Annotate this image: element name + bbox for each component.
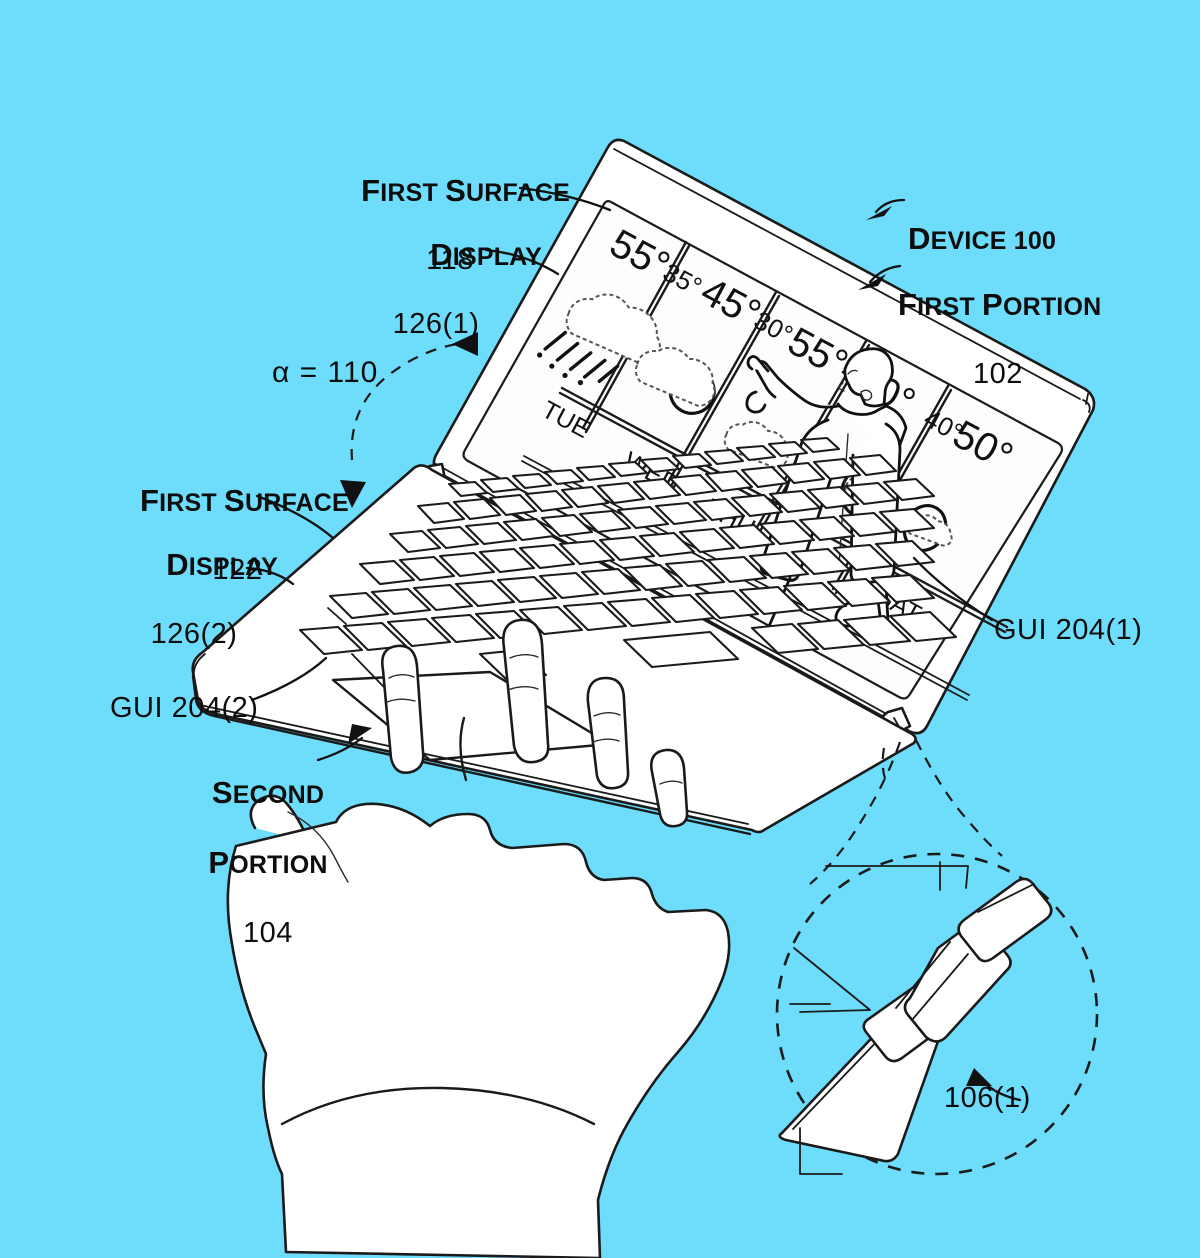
callout-first-surface-122-number: 122	[212, 554, 263, 587]
callout-first-surface-122: FIRST SURFACE 122	[140, 482, 349, 587]
callout-display-126-1-number: 126(1)	[392, 308, 480, 341]
callout-first-surface-118-number: 118	[426, 244, 474, 277]
callout-second-portion-104-number: 104	[243, 916, 293, 949]
callout-hinge-106-1: 106(1)	[944, 1082, 1031, 1114]
callout-second-portion-104: SECOND PORTION 104	[178, 740, 358, 985]
partly-cloudy-icon	[634, 346, 716, 415]
callout-angle: α = 110	[272, 356, 379, 389]
callout-first-portion-102: FIRST PORTION 102	[898, 286, 1102, 391]
callout-device-100: DEVICE 100	[908, 220, 1057, 256]
callout-first-surface-118: FIRST SURFACE 118	[330, 138, 570, 313]
callout-display-126-2: DISPLAY 126(2)	[110, 512, 278, 687]
leader-lines	[245, 186, 994, 762]
keyboard[interactable]	[298, 436, 958, 681]
rain-cloud-icon	[537, 293, 661, 386]
callout-first-portion-102-number: 102	[973, 358, 1023, 391]
callout-display-126-1: DISPLAY 126(1)	[330, 202, 542, 377]
callout-gui-204-1: GUI 204(1)	[994, 614, 1143, 646]
hinge-detail-inset	[775, 739, 1099, 1176]
hand	[226, 618, 731, 1258]
second-portion-base	[191, 436, 958, 836]
callout-display-126-2-number: 126(2)	[150, 618, 238, 651]
callout-gui-204-2: GUI 204(2)	[110, 692, 259, 724]
